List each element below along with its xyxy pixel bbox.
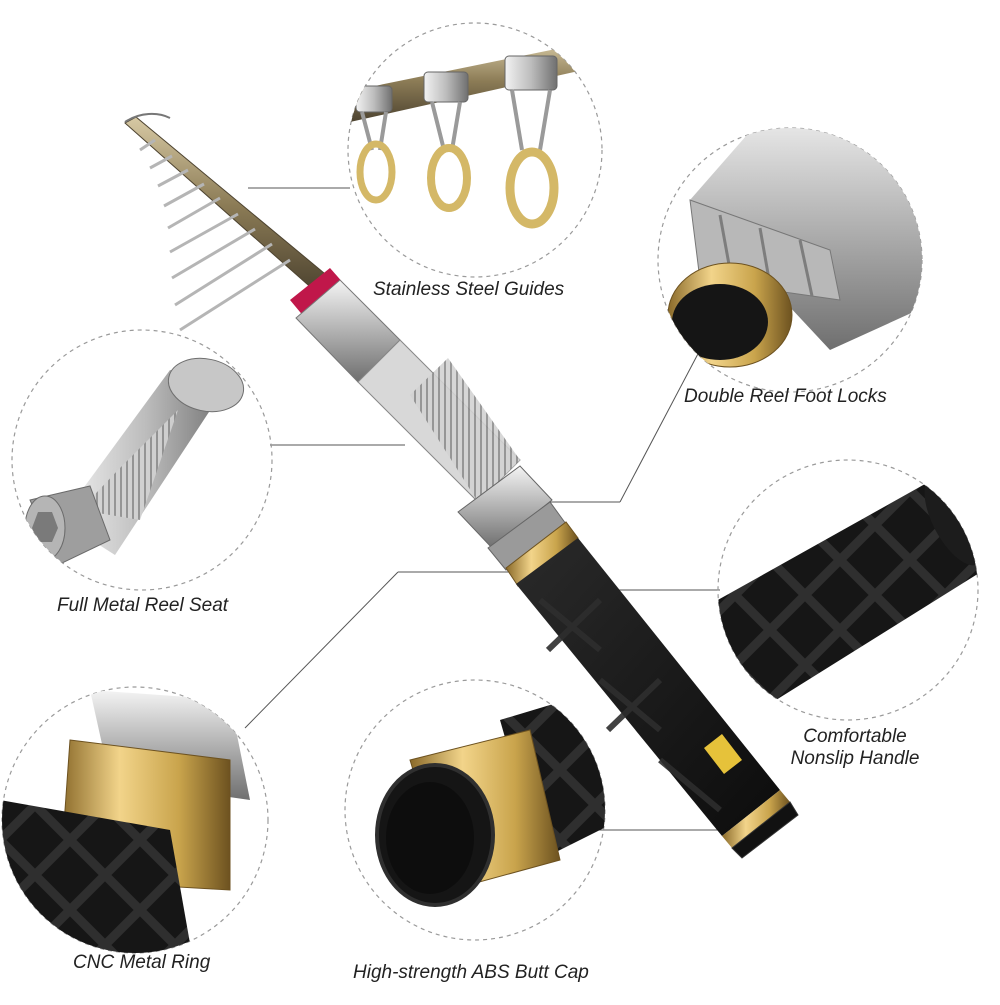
reel-seat-closeup	[24, 357, 245, 566]
butt-cap-label: High-strength ABS Butt Cap	[353, 962, 589, 983]
reel-seat-label: Full Metal Reel Seat	[57, 595, 229, 616]
butt-cap-closeup	[375, 690, 605, 907]
reel-foot-locks-label: Double Reel Foot Locks	[684, 386, 887, 407]
fishing-rod	[124, 112, 799, 859]
handle-label-line1: Comfortable	[803, 726, 907, 747]
handle-closeup	[718, 470, 978, 710]
cnc-ring-label: CNC Metal Ring	[73, 952, 211, 973]
guides-closeup	[348, 40, 602, 229]
guides-label: Stainless Steel Guides	[373, 279, 565, 300]
reel-locks-closeup	[667, 128, 922, 368]
handle-label-line2: Nonslip Handle	[790, 748, 920, 769]
cnc-ring-closeup	[2, 690, 250, 953]
leader-lines	[244, 187, 760, 831]
